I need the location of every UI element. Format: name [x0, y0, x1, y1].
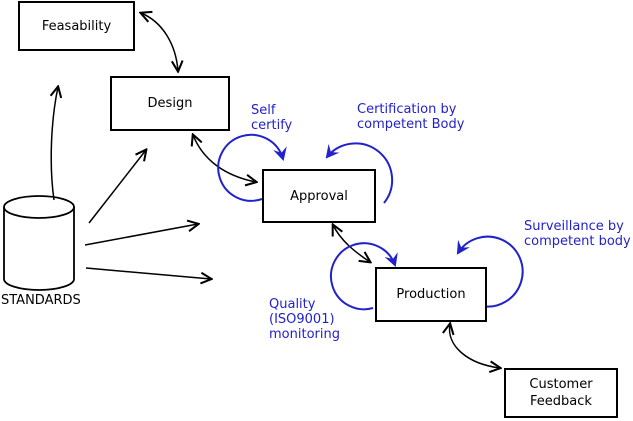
annotation-surveillance: Surveillance by competent body	[524, 219, 631, 249]
node-customer-feedback: Customer Feedback	[504, 368, 618, 418]
node-feasability: Feasability	[18, 1, 135, 51]
edge-design-approval	[193, 135, 256, 182]
annotation-certification: Certification by competent Body	[357, 102, 465, 132]
node-production-label: Production	[396, 287, 466, 302]
standards-label: STANDARDS	[1, 293, 81, 308]
edge-production-customer-feedback	[450, 324, 500, 368]
loop-self-certify	[217, 133, 287, 202]
edge-standards-design	[88, 150, 146, 224]
node-production: Production	[375, 267, 487, 322]
edge-standards-production	[85, 267, 211, 279]
annotation-self-certify: Self certify	[251, 103, 293, 133]
edge-standards-feasability	[51, 87, 58, 201]
node-design-label: Design	[147, 96, 193, 111]
edge-standards-approval	[84, 224, 198, 246]
standards-cylinder	[3, 195, 75, 291]
loop-certification	[325, 142, 394, 204]
node-design: Design	[110, 76, 230, 131]
node-customer-feedback-label: Customer Feedback	[529, 377, 593, 409]
edge-feasability-design	[141, 13, 178, 71]
node-approval: Approval	[262, 169, 376, 223]
loop-surveillance	[456, 235, 524, 308]
edge-approval-production	[333, 225, 370, 262]
node-feasability-label: Feasability	[41, 18, 112, 34]
loop-quality-monitoring	[330, 242, 398, 311]
node-approval-label: Approval	[290, 188, 348, 204]
annotation-quality-monitoring: Quality (ISO9001) monitoring	[269, 297, 340, 342]
